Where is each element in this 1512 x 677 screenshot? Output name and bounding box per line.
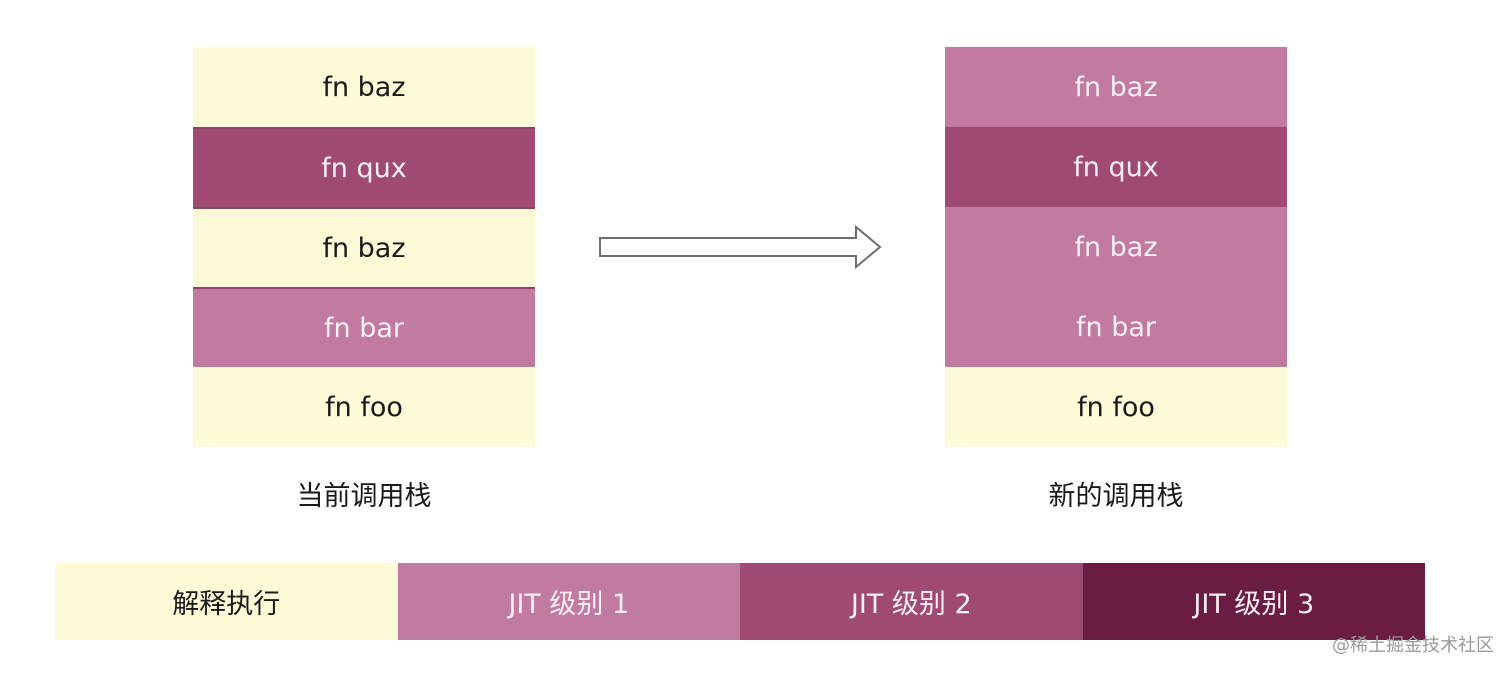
frame-label: fn baz <box>322 71 406 103</box>
frame-label: fn qux <box>321 152 407 184</box>
current-stack-frame-1: fn baz <box>193 47 535 127</box>
arrow-shape <box>599 225 882 269</box>
frame-label: fn baz <box>322 232 406 264</box>
current-stack-frame-3: fn baz <box>193 207 535 287</box>
frame-label: fn bar <box>1076 311 1156 343</box>
new-call-stack: fn baz fn qux fn baz fn bar fn foo <box>945 47 1287 447</box>
new-stack-frame-2: fn qux <box>945 127 1287 207</box>
legend-jit-level-1: JIT 级别 1 <box>397 563 740 640</box>
new-stack-frame-1: fn baz <box>945 47 1287 127</box>
legend-jit-level-2: JIT 级别 2 <box>740 563 1083 640</box>
legend-interpreted: 解释执行 <box>55 563 398 640</box>
frame-label: fn baz <box>1074 71 1158 103</box>
frame-label: fn bar <box>324 312 404 344</box>
frame-label: fn qux <box>1073 151 1159 183</box>
frame-label: fn baz <box>1074 231 1158 263</box>
current-stack-frame-2: fn qux <box>193 127 535 207</box>
tier-legend: 解释执行 JIT 级别 1 JIT 级别 2 JIT 级别 3 <box>55 563 1425 640</box>
legend-label: JIT 级别 2 <box>850 589 972 620</box>
current-call-stack: fn baz fn qux fn baz fn bar fn foo <box>193 47 535 447</box>
right-arrow-icon <box>599 225 882 269</box>
legend-label: 解释执行 <box>172 589 281 620</box>
frame-label: fn foo <box>325 391 403 423</box>
current-stack-caption: 当前调用栈 <box>296 481 432 512</box>
legend-label: JIT 级别 3 <box>1193 589 1315 620</box>
legend-jit-level-3: JIT 级别 3 <box>1082 563 1425 640</box>
new-stack-frame-4: fn bar <box>945 287 1287 367</box>
frame-label: fn foo <box>1077 391 1155 423</box>
new-stack-frame-3: fn baz <box>945 207 1287 287</box>
current-stack-frame-5: fn foo <box>193 367 535 447</box>
current-stack-frame-4: fn bar <box>193 287 535 367</box>
legend-label: JIT 级别 1 <box>508 589 630 620</box>
watermark: @稀土掘金技术社区 <box>1332 635 1494 656</box>
new-stack-frame-5: fn foo <box>945 367 1287 447</box>
new-stack-caption: 新的调用栈 <box>1048 481 1184 512</box>
